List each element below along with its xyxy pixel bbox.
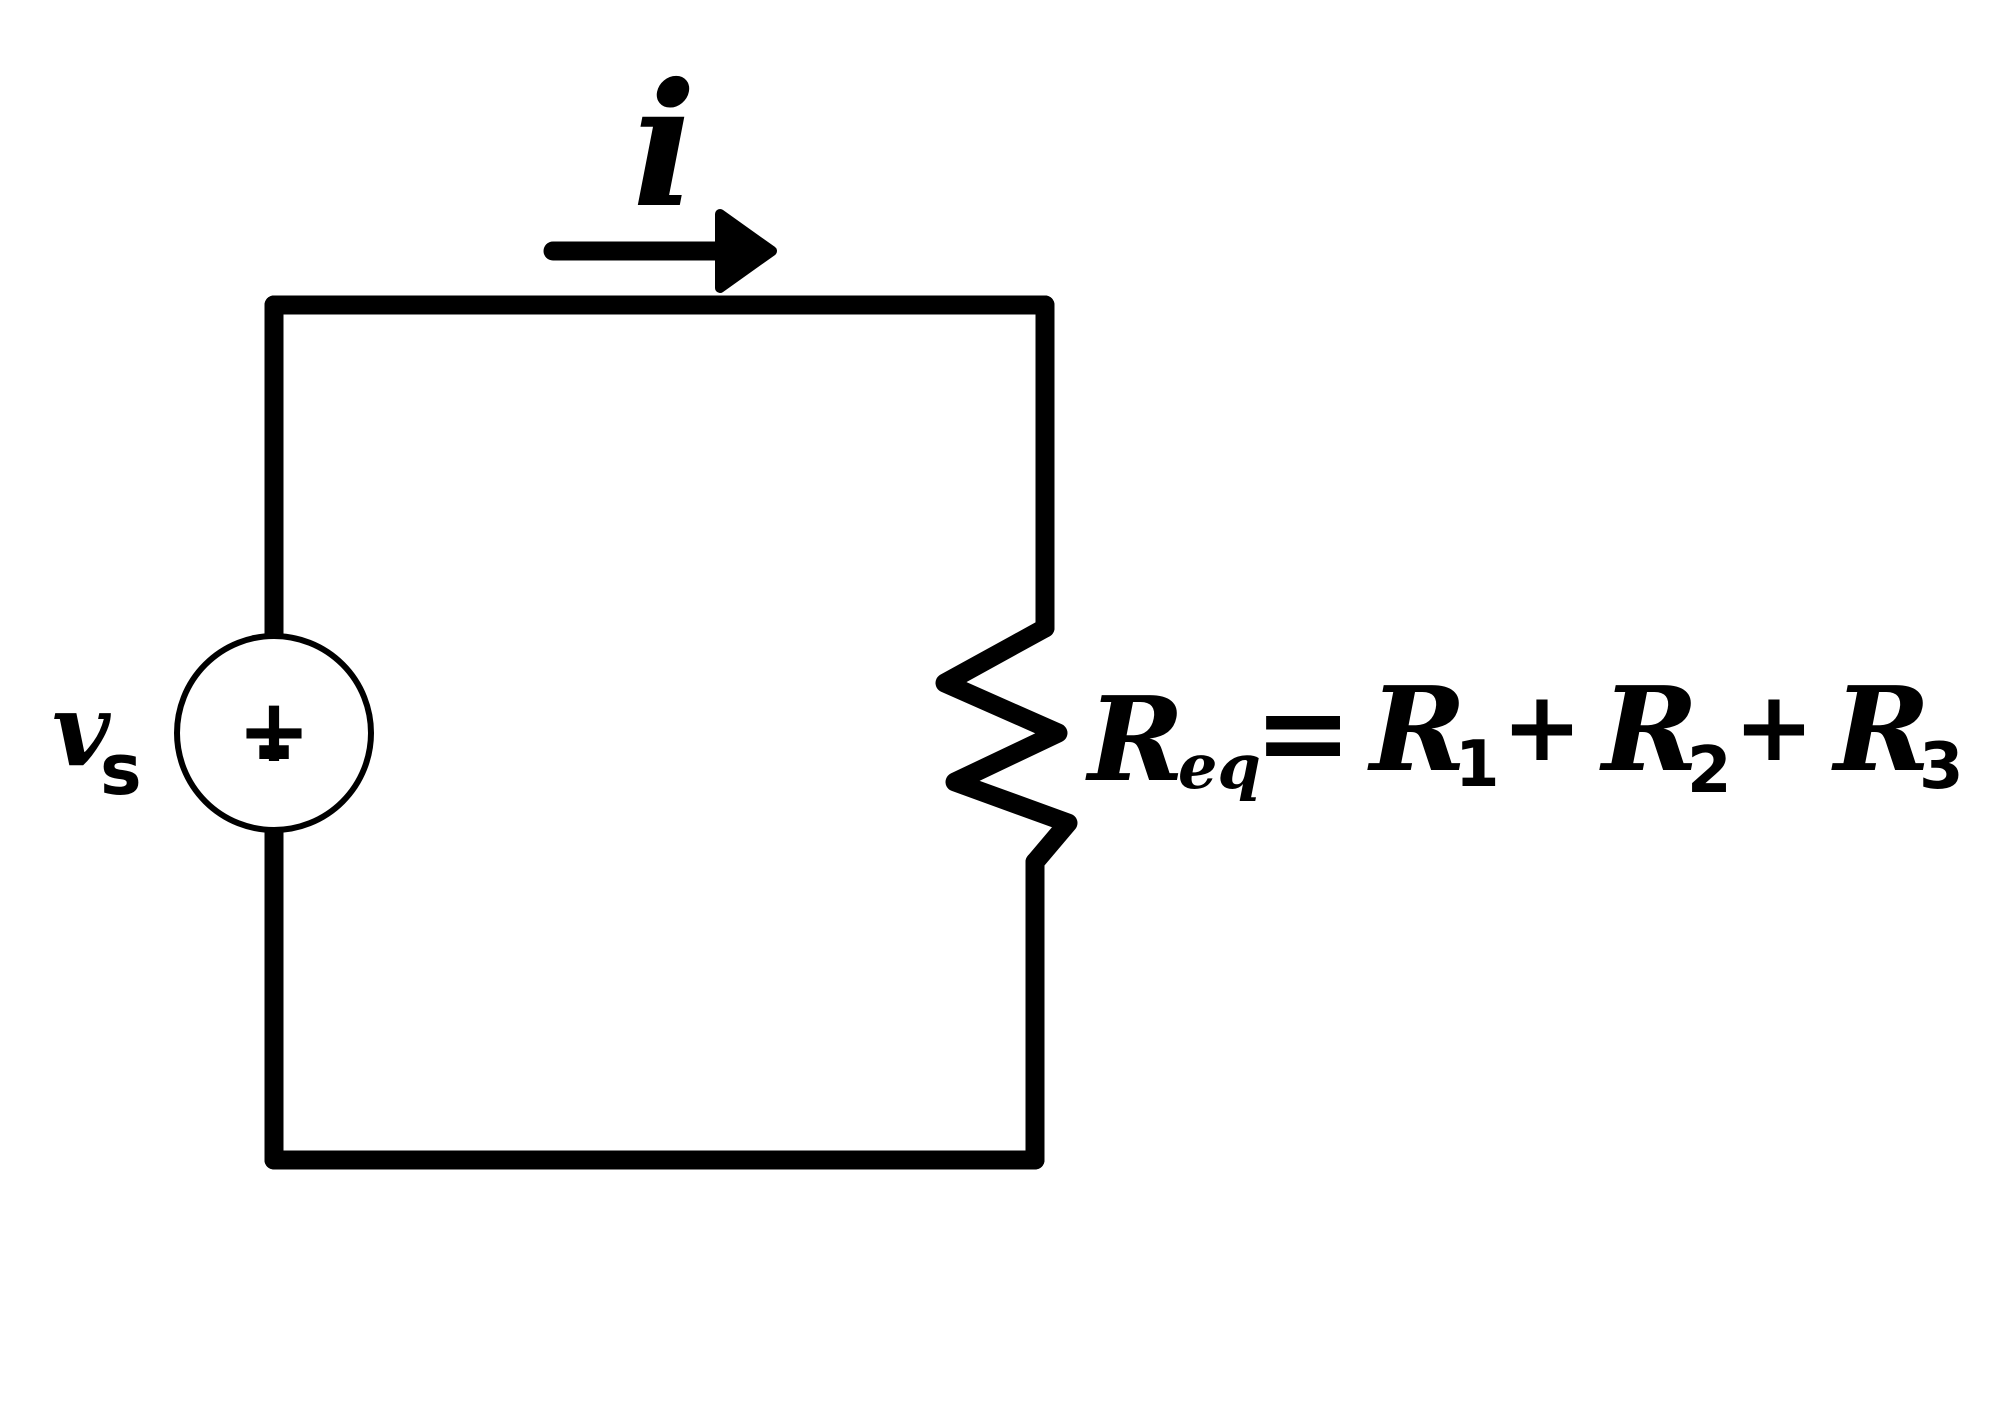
equivalent-resistance-equation: R eq = R 1 + R 2 + R 3 bbox=[1085, 662, 1964, 808]
source-subscript: s bbox=[100, 729, 142, 811]
voltage-source-circle bbox=[174, 633, 374, 833]
req-symbol: R bbox=[1085, 672, 1184, 808]
r1-subscript: 1 bbox=[1455, 728, 1500, 802]
source-label: v s bbox=[52, 671, 142, 811]
r2-subscript: 2 bbox=[1687, 734, 1732, 808]
plus-sign-2: + bbox=[1734, 671, 1814, 783]
plus-sign-1: + bbox=[1502, 671, 1582, 783]
r1-symbol: R bbox=[1367, 662, 1466, 798]
source-plus-sign: + bbox=[237, 679, 311, 782]
r2-symbol: R bbox=[1599, 662, 1698, 798]
source-minus-sign: - bbox=[254, 691, 294, 803]
equals-sign: = bbox=[1254, 663, 1353, 801]
current-label: i bbox=[632, 46, 697, 246]
current-arrow-head bbox=[715, 209, 777, 293]
r3-symbol: R bbox=[1831, 662, 1930, 798]
req-subscript: eq bbox=[1178, 730, 1261, 803]
circuit-wires bbox=[264, 295, 1078, 1170]
voltage-source: + - bbox=[174, 633, 374, 833]
current-indicator: i bbox=[543, 46, 777, 293]
resistor-zigzag bbox=[935, 618, 1078, 872]
r3-subscript: 3 bbox=[1919, 730, 1964, 804]
source-symbol: v bbox=[52, 671, 111, 789]
